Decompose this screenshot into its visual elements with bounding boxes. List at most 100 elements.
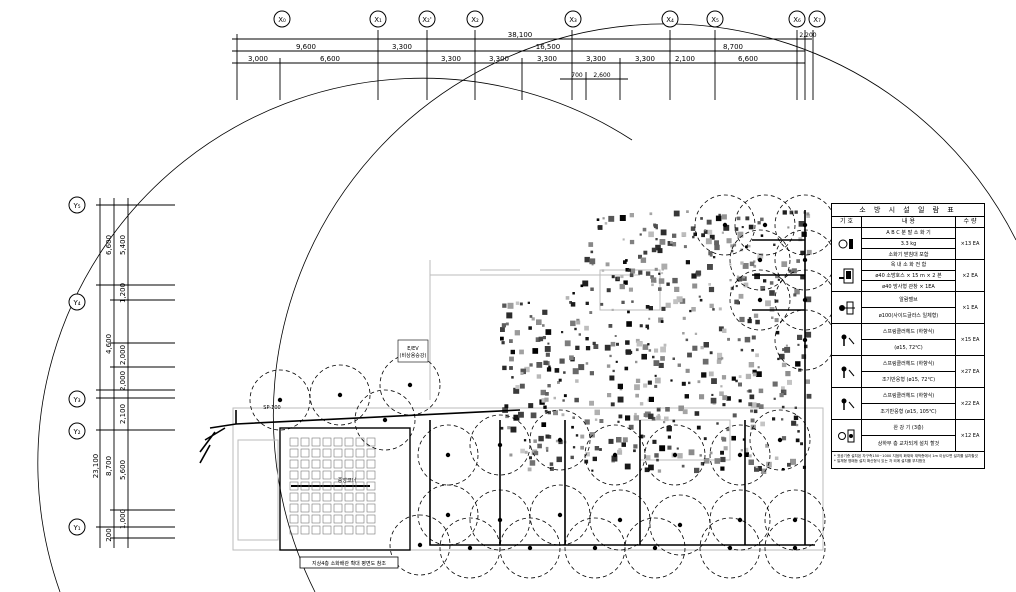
pixelated-detail — [629, 273, 634, 278]
pixelated-detail — [650, 275, 654, 279]
pixelated-detail — [610, 341, 616, 347]
room-grid-cell — [322, 448, 332, 458]
pixelated-detail — [541, 422, 547, 427]
dim-row2-a: 9,600 — [296, 43, 316, 51]
room-grid-cell — [300, 459, 310, 469]
pixelated-detail — [723, 224, 730, 231]
large-circle-arc-left — [37, 77, 633, 592]
pixelated-detail — [523, 439, 527, 442]
sprinkler-early-response-icon — [841, 366, 854, 378]
pixelated-detail — [571, 425, 574, 429]
pixelated-detail — [556, 456, 562, 463]
pixelated-detail — [615, 360, 618, 363]
svg-text:X₁: X₁ — [374, 16, 382, 24]
legend-row-6-line1: 완 강 기 (3층) — [862, 420, 955, 436]
pixelated-detail — [654, 374, 657, 377]
room-grid-cell — [333, 503, 343, 513]
pixelated-detail — [732, 413, 737, 418]
sprinkler-coverage-circle — [417, 424, 479, 486]
pixelated-detail — [555, 439, 559, 443]
pixelated-detail — [772, 381, 778, 387]
pixelated-detail — [507, 302, 514, 309]
pixelated-detail — [532, 348, 539, 354]
pixelated-detail — [527, 301, 530, 304]
pixelated-detail — [781, 362, 787, 368]
pixelated-detail — [635, 338, 640, 343]
pixelated-detail — [643, 413, 648, 417]
sprinkler-head — [737, 517, 743, 523]
pixelated-detail — [721, 375, 727, 380]
pixelated-detail — [787, 379, 792, 385]
pixelated-detail — [727, 337, 730, 341]
pixelated-detail — [623, 280, 628, 285]
pixelated-detail — [685, 260, 690, 265]
pixelated-detail — [785, 371, 791, 377]
pixelated-detail — [700, 217, 703, 220]
pixelated-detail — [704, 229, 707, 232]
pixelated-detail — [644, 467, 650, 473]
sprinkler-head — [277, 397, 283, 403]
svg-text:X₃: X₃ — [569, 16, 577, 24]
pixelated-detail — [742, 438, 746, 441]
pixelated-detail — [542, 336, 546, 340]
pixelated-detail — [545, 352, 550, 357]
pixelated-detail — [544, 409, 548, 413]
pixelated-detail — [757, 253, 764, 259]
pixelated-detail — [549, 466, 554, 471]
pixelated-detail — [623, 260, 627, 264]
pixelated-detail — [751, 335, 756, 340]
pixelated-detail — [592, 341, 596, 345]
pixelated-detail — [693, 232, 697, 237]
pixelated-detail — [641, 353, 647, 360]
pixelated-detail — [783, 390, 786, 393]
large-circle-arc-right — [272, 23, 1016, 592]
room-grid-cell — [289, 514, 299, 524]
pixelated-detail — [795, 438, 800, 443]
pixelated-detail — [529, 460, 536, 466]
pixelated-detail — [542, 324, 545, 327]
sprinkler-coverage-circle — [529, 484, 591, 546]
pixelated-detail — [619, 215, 626, 221]
room-grid-cell — [322, 525, 332, 535]
pixelated-detail — [585, 301, 589, 305]
pixelated-detail — [608, 438, 614, 444]
pixelated-detail — [665, 302, 671, 308]
sprinkler-coverage-circle — [499, 517, 561, 579]
pixelated-detail — [569, 301, 572, 304]
pixelated-detail — [660, 229, 667, 236]
pixelated-detail — [599, 448, 602, 451]
ref-note: 지상4층 소화배관 확대 평면도 참조 — [312, 560, 386, 567]
sprinkler-coverage-circle — [749, 409, 811, 471]
pixelated-detail — [648, 231, 654, 238]
sprinkler-coverage-circle — [734, 194, 796, 256]
pixelated-detail — [723, 446, 728, 451]
pixelated-detail — [790, 458, 796, 465]
pixelated-detail — [760, 217, 764, 222]
pixelated-detail — [559, 358, 565, 364]
alarm-valve-icon — [838, 301, 855, 314]
sprinkler-head — [612, 452, 618, 458]
pixelated-detail — [672, 233, 677, 238]
pixelated-detail — [664, 416, 669, 422]
pixelated-detail — [647, 343, 650, 346]
sprinkler-head — [527, 545, 533, 551]
pixelated-detail — [708, 286, 715, 293]
pixelated-detail — [509, 453, 513, 457]
pixelated-detail — [781, 405, 785, 409]
pixelated-detail — [670, 379, 673, 382]
legend-row-2-line1: 알람밸브 — [862, 292, 955, 308]
room-grid-cell — [366, 514, 376, 524]
pixelated-detail — [667, 241, 673, 246]
sprinkler-head — [792, 545, 798, 551]
room-grid-cell — [300, 481, 310, 491]
pixelated-detail — [730, 244, 734, 248]
room-grid-cell — [300, 525, 310, 535]
dim-left-total: 23,100 — [92, 454, 100, 479]
pixelated-detail — [765, 443, 769, 448]
pixelated-detail — [510, 349, 515, 355]
pixelated-detail — [616, 437, 622, 443]
pixelated-detail — [781, 436, 787, 441]
pixelated-detail — [729, 279, 732, 282]
pixelated-detail — [712, 308, 715, 311]
pixelated-detail — [801, 354, 807, 359]
